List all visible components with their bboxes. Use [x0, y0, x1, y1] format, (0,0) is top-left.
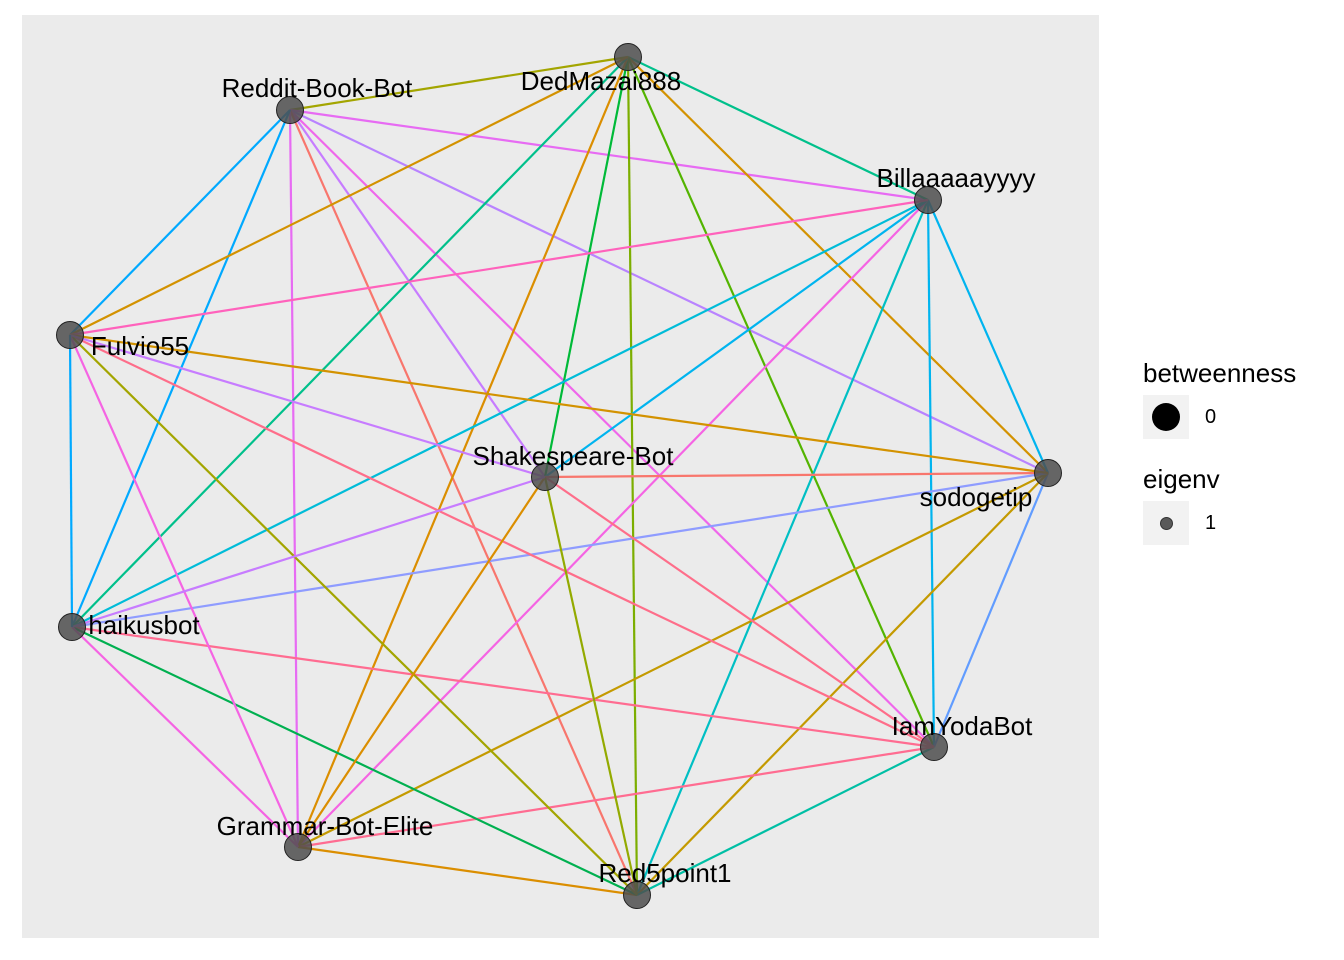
edge-DedMazai888-Billaaaaayyyy	[627, 56, 929, 201]
edge-Shakespeare-Bot-Fulvio55	[69, 333, 546, 479]
node-Shakespeare-Bot[interactable]	[531, 463, 559, 491]
legend-eigenv-key	[1143, 501, 1189, 545]
edge-sodogetip-Shakespeare-Bot	[544, 471, 1049, 479]
edge-Reddit-Book-Bot-sodogetip	[289, 109, 1049, 474]
edge-DedMazai888-Fulvio55	[69, 56, 629, 336]
edge-Billaaaaayyyy-Fulvio55	[69, 198, 929, 337]
edge-Reddit-Book-Bot-DedMazai888	[289, 55, 629, 112]
legend-eigenv-value: 1	[1205, 511, 1217, 534]
node-label-Grammar-Bot-Elite: Grammar-Bot-Elite	[217, 811, 434, 841]
edge-Billaaaaayyyy-Shakespeare-Bot	[544, 199, 929, 478]
edge-Reddit-Book-Bot-Fulvio55	[69, 109, 291, 336]
edge-Red5point1-Fulvio55	[69, 334, 638, 896]
edge-IamYodaBot-Red5point1	[636, 746, 935, 896]
edge-Billaaaaayyyy-sodogetip	[926, 199, 1050, 474]
legend-eigenv-row: 1	[1143, 501, 1333, 545]
legend-eigenv-title: eigenv	[1143, 464, 1220, 494]
node-Billaaaaayyyy[interactable]	[914, 186, 942, 214]
edge-IamYodaBot-Shakespeare-Bot	[544, 476, 935, 748]
node-label-Fulvio55: Fulvio55	[91, 331, 189, 361]
labels-layer: DedMazai888 Reddit-Book-BotBillaaaaayyyyF…	[88, 66, 1035, 888]
node-Reddit-Book-Bot[interactable]	[276, 96, 304, 124]
node-IamYodaBot[interactable]	[920, 733, 948, 761]
edge-sodogetip-IamYodaBot	[932, 472, 1050, 748]
node-label-Billaaaaayyyy: Billaaaaayyyy	[877, 163, 1036, 193]
node-haikusbot[interactable]	[58, 613, 86, 641]
edge-DedMazai888-IamYodaBot	[626, 56, 936, 748]
legend-betweenness-key	[1143, 395, 1189, 439]
legend-betweenness-title: betweenness	[1143, 358, 1297, 388]
legend-big-dot-icon	[1152, 403, 1180, 431]
edge-DedMazai888-Shakespeare-Bot	[543, 56, 630, 478]
node-label-Reddit-Book-Bot: Reddit-Book-Bot	[222, 73, 414, 103]
node-label-haikusbot: haikusbot	[88, 610, 200, 640]
legend-betweenness-value: 0	[1205, 405, 1217, 428]
edge-Red5point1-Grammar-Bot-Elite	[297, 845, 638, 897]
edges-layer	[68, 55, 1050, 897]
node-Grammar-Bot-Elite[interactable]	[284, 833, 312, 861]
legend-betweenness-row: 0	[1143, 395, 1333, 439]
edge-Shakespeare-Bot-haikusbot	[71, 475, 546, 629]
edge-sodogetip-Grammar-Bot-Elite	[297, 472, 1049, 848]
edge-sodogetip-Fulvio55	[69, 333, 1049, 475]
node-label-sodogetip: sodogetip	[920, 482, 1033, 512]
edge-Red5point1-Shakespeare-Bot	[543, 476, 639, 896]
node-label-Shakespeare-Bot: Shakespeare-Bot	[473, 441, 675, 471]
legend: betweenness 0 eigenv 1	[1143, 355, 1333, 567]
edge-haikusbot-Fulvio55	[68, 334, 74, 628]
edge-Billaaaaayyyy-Red5point1	[635, 199, 930, 896]
edge-Grammar-Bot-Elite-haikusbot	[71, 626, 299, 848]
nodes-layer	[56, 43, 1062, 909]
edge-Grammar-Bot-Elite-Shakespeare-Bot	[297, 476, 546, 848]
node-Red5point1[interactable]	[623, 881, 651, 909]
edge-DedMazai888-haikusbot	[71, 56, 629, 628]
node-label-Red5point1: Red5point1	[599, 858, 732, 888]
node-DedMazai888[interactable]	[614, 43, 642, 71]
edge-Billaaaaayyyy-haikusbot	[71, 199, 929, 628]
legend-small-dot-icon	[1159, 516, 1173, 530]
edge-Reddit-Book-Bot-Shakespeare-Bot	[289, 109, 546, 478]
node-label-DedMazai888: DedMazai888	[521, 66, 681, 96]
node-Fulvio55[interactable]	[56, 321, 84, 349]
edge-Reddit-Book-Bot-Grammar-Bot-Elite	[288, 109, 300, 848]
node-sodogetip[interactable]	[1034, 459, 1062, 487]
edge-IamYodaBot-haikusbot	[71, 625, 935, 749]
node-label-IamYodaBot: IamYodaBot	[892, 711, 1033, 741]
